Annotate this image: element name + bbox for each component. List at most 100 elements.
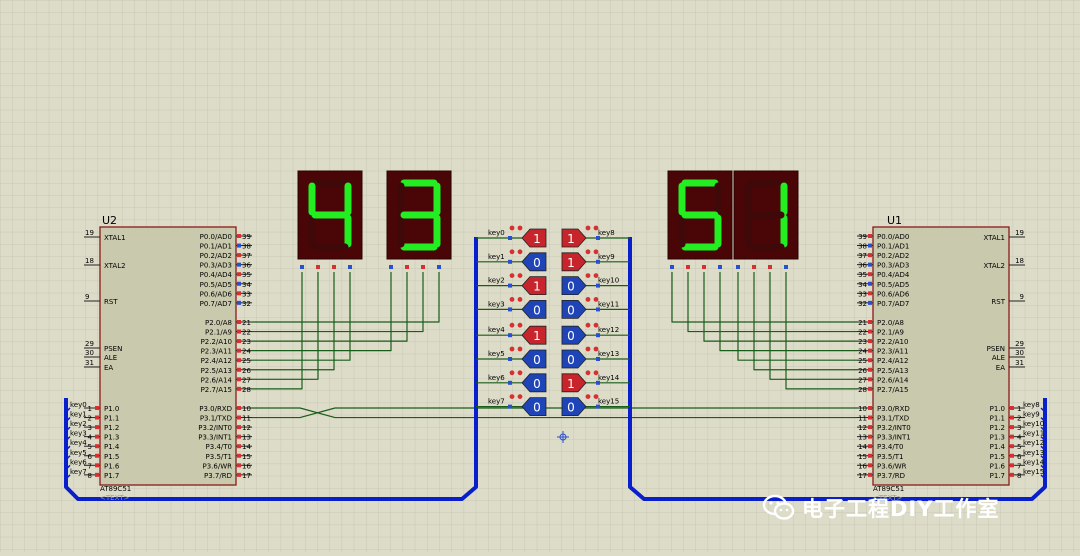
display-pin [686, 265, 690, 269]
net-label: key7 [70, 468, 87, 476]
toggle-pin [585, 394, 591, 399]
pin-marker [237, 253, 241, 258]
pin-number: 11 [242, 415, 251, 423]
toggle-pin [593, 225, 599, 231]
pin-marker [95, 425, 99, 430]
pin-number: 2 [88, 415, 92, 423]
pin-name: P1.1 [104, 415, 119, 423]
pin-name: P3.0/RXD [199, 405, 232, 413]
crosshair-icon [557, 431, 569, 443]
pin-name: P2.5/A13 [201, 367, 232, 375]
pin-marker [596, 333, 600, 338]
pin-name: P2.4/A12 [877, 357, 908, 365]
toggle-net-label: key3 [488, 300, 505, 308]
toggle-body [561, 299, 587, 319]
pin-marker [95, 453, 99, 458]
pin-name: P1.3 [104, 434, 119, 442]
pin-marker [868, 234, 872, 238]
pin-name: P0.0/AD0 [877, 233, 909, 241]
pin-number: 32 [242, 300, 251, 308]
pin-name: P2.4/A12 [201, 357, 232, 365]
bus-entry [65, 407, 71, 413]
net-label: key8 [1023, 401, 1040, 409]
pin-marker [868, 320, 872, 324]
toggle-pin [517, 249, 523, 255]
toggle-net-label: key4 [488, 326, 505, 334]
pin-marker [237, 243, 241, 248]
mcu-ref: U2 [102, 214, 117, 227]
pin-marker [237, 291, 241, 296]
crosshair-ring [559, 433, 567, 441]
pin-number: 35 [242, 271, 251, 279]
toggle-net-label: key11 [598, 300, 619, 308]
pin-marker [868, 281, 872, 286]
display-pin [332, 265, 336, 269]
pin-number: 26 [858, 367, 867, 375]
pin-marker [868, 406, 872, 410]
pin-name: P0.2/AD2 [877, 252, 909, 260]
pin-number: 31 [85, 359, 94, 367]
toggle-pin [593, 273, 599, 278]
data-wire [769, 272, 857, 380]
pin-marker [868, 272, 872, 277]
pin-marker [596, 380, 600, 385]
pin-marker [1010, 415, 1014, 420]
pin-marker [95, 463, 99, 468]
pin-marker [868, 415, 872, 420]
pin-number: 11 [858, 415, 867, 423]
data-wire [785, 272, 857, 390]
pin-number: 1 [1017, 405, 1021, 413]
logic-toggle-key3: key3 0 [476, 297, 547, 319]
mcu-part: AT89C51 [100, 485, 131, 493]
toggle-state: 0 [533, 353, 541, 367]
pin-number: 3 [1017, 424, 1021, 432]
pin-marker [596, 357, 600, 361]
pin-name: XTAL1 [104, 234, 126, 242]
mcu-u1: U1AT89C51<TEXT>XTAL119XTAL218RST9PSEN29A… [857, 214, 1045, 502]
net-label: key15 [1023, 468, 1044, 476]
pin-name: P1.5 [104, 453, 119, 461]
pin-marker [868, 463, 872, 468]
pin-number: 25 [242, 357, 251, 365]
pin-marker [237, 358, 241, 363]
toggle-state: 0 [567, 280, 575, 294]
pin-number: 6 [88, 453, 93, 461]
pin-name: PSEN [104, 345, 122, 353]
toggle-pin [585, 249, 591, 255]
pin-number: 23 [242, 338, 251, 346]
toggle-pin [585, 322, 591, 328]
pin-name: XTAL2 [983, 262, 1005, 270]
pin-number: 23 [858, 338, 867, 346]
toggle-state: 0 [533, 303, 541, 317]
pin-number: 8 [1017, 472, 1021, 480]
pin-name: P2.5/A13 [877, 367, 908, 375]
display-pin [784, 265, 788, 269]
data-wire [252, 272, 351, 361]
toggle-state: 0 [533, 377, 541, 391]
pin-number: 13 [858, 434, 867, 442]
data-wire [753, 272, 857, 371]
toggle-body [521, 373, 547, 393]
pin-marker [237, 472, 241, 477]
pin-number: 37 [858, 252, 867, 260]
pin-marker [237, 367, 241, 372]
pin-number: 25 [858, 357, 867, 365]
display-pin [736, 265, 740, 269]
toggle-body [521, 325, 547, 345]
pin-number: 29 [85, 340, 94, 348]
display-pin [405, 265, 409, 269]
data-wire [687, 272, 857, 333]
pin-marker [868, 453, 872, 458]
toggle-pin [517, 225, 523, 231]
pin-number: 5 [1017, 443, 1021, 451]
bus-right [628, 237, 1047, 501]
pin-name: P0.0/AD0 [200, 233, 232, 241]
pin-number: 32 [858, 300, 867, 308]
pin-name: P1.4 [104, 443, 120, 451]
pin-name: P3.1/TXD [877, 415, 909, 423]
pin-number: 19 [85, 229, 94, 237]
